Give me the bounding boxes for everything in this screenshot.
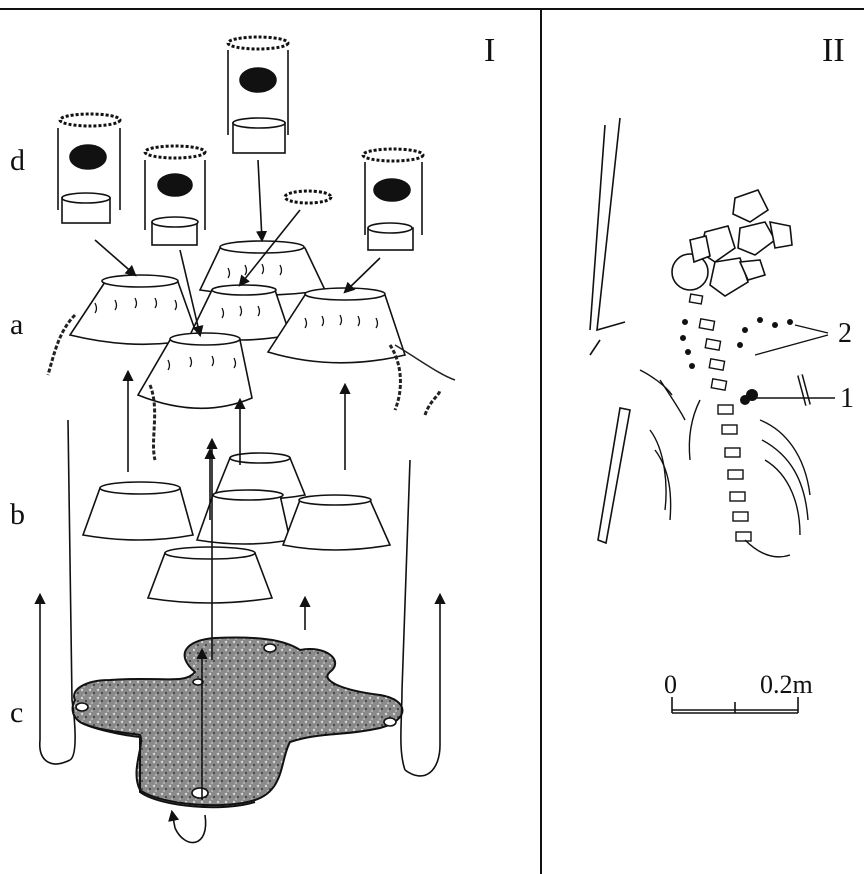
panel-one-drawing — [40, 37, 455, 843]
vertebrae — [689, 294, 751, 541]
base-plate — [73, 638, 403, 808]
annotation-2: 2 — [838, 320, 852, 348]
panel-two-label: II — [822, 34, 845, 68]
bowls-row-a — [70, 241, 405, 408]
panel-one-label: I — [484, 34, 495, 68]
ornament-beads — [680, 317, 793, 405]
skull-fragments — [672, 190, 792, 296]
scale-bar — [672, 697, 798, 713]
row-label-d: d — [10, 146, 25, 176]
annotation-1: 1 — [840, 385, 854, 413]
scale-start-label: 0 — [664, 672, 677, 698]
scale-end-label: 0.2m — [760, 672, 813, 698]
panel-two-drawing — [590, 118, 835, 713]
panel-frame — [0, 9, 864, 874]
bowls-row-b — [83, 453, 390, 603]
sleeve-units-row-d — [58, 37, 423, 250]
row-label-b: b — [10, 500, 25, 530]
row-label-c: c — [10, 698, 23, 728]
row-label-a: a — [10, 310, 23, 340]
